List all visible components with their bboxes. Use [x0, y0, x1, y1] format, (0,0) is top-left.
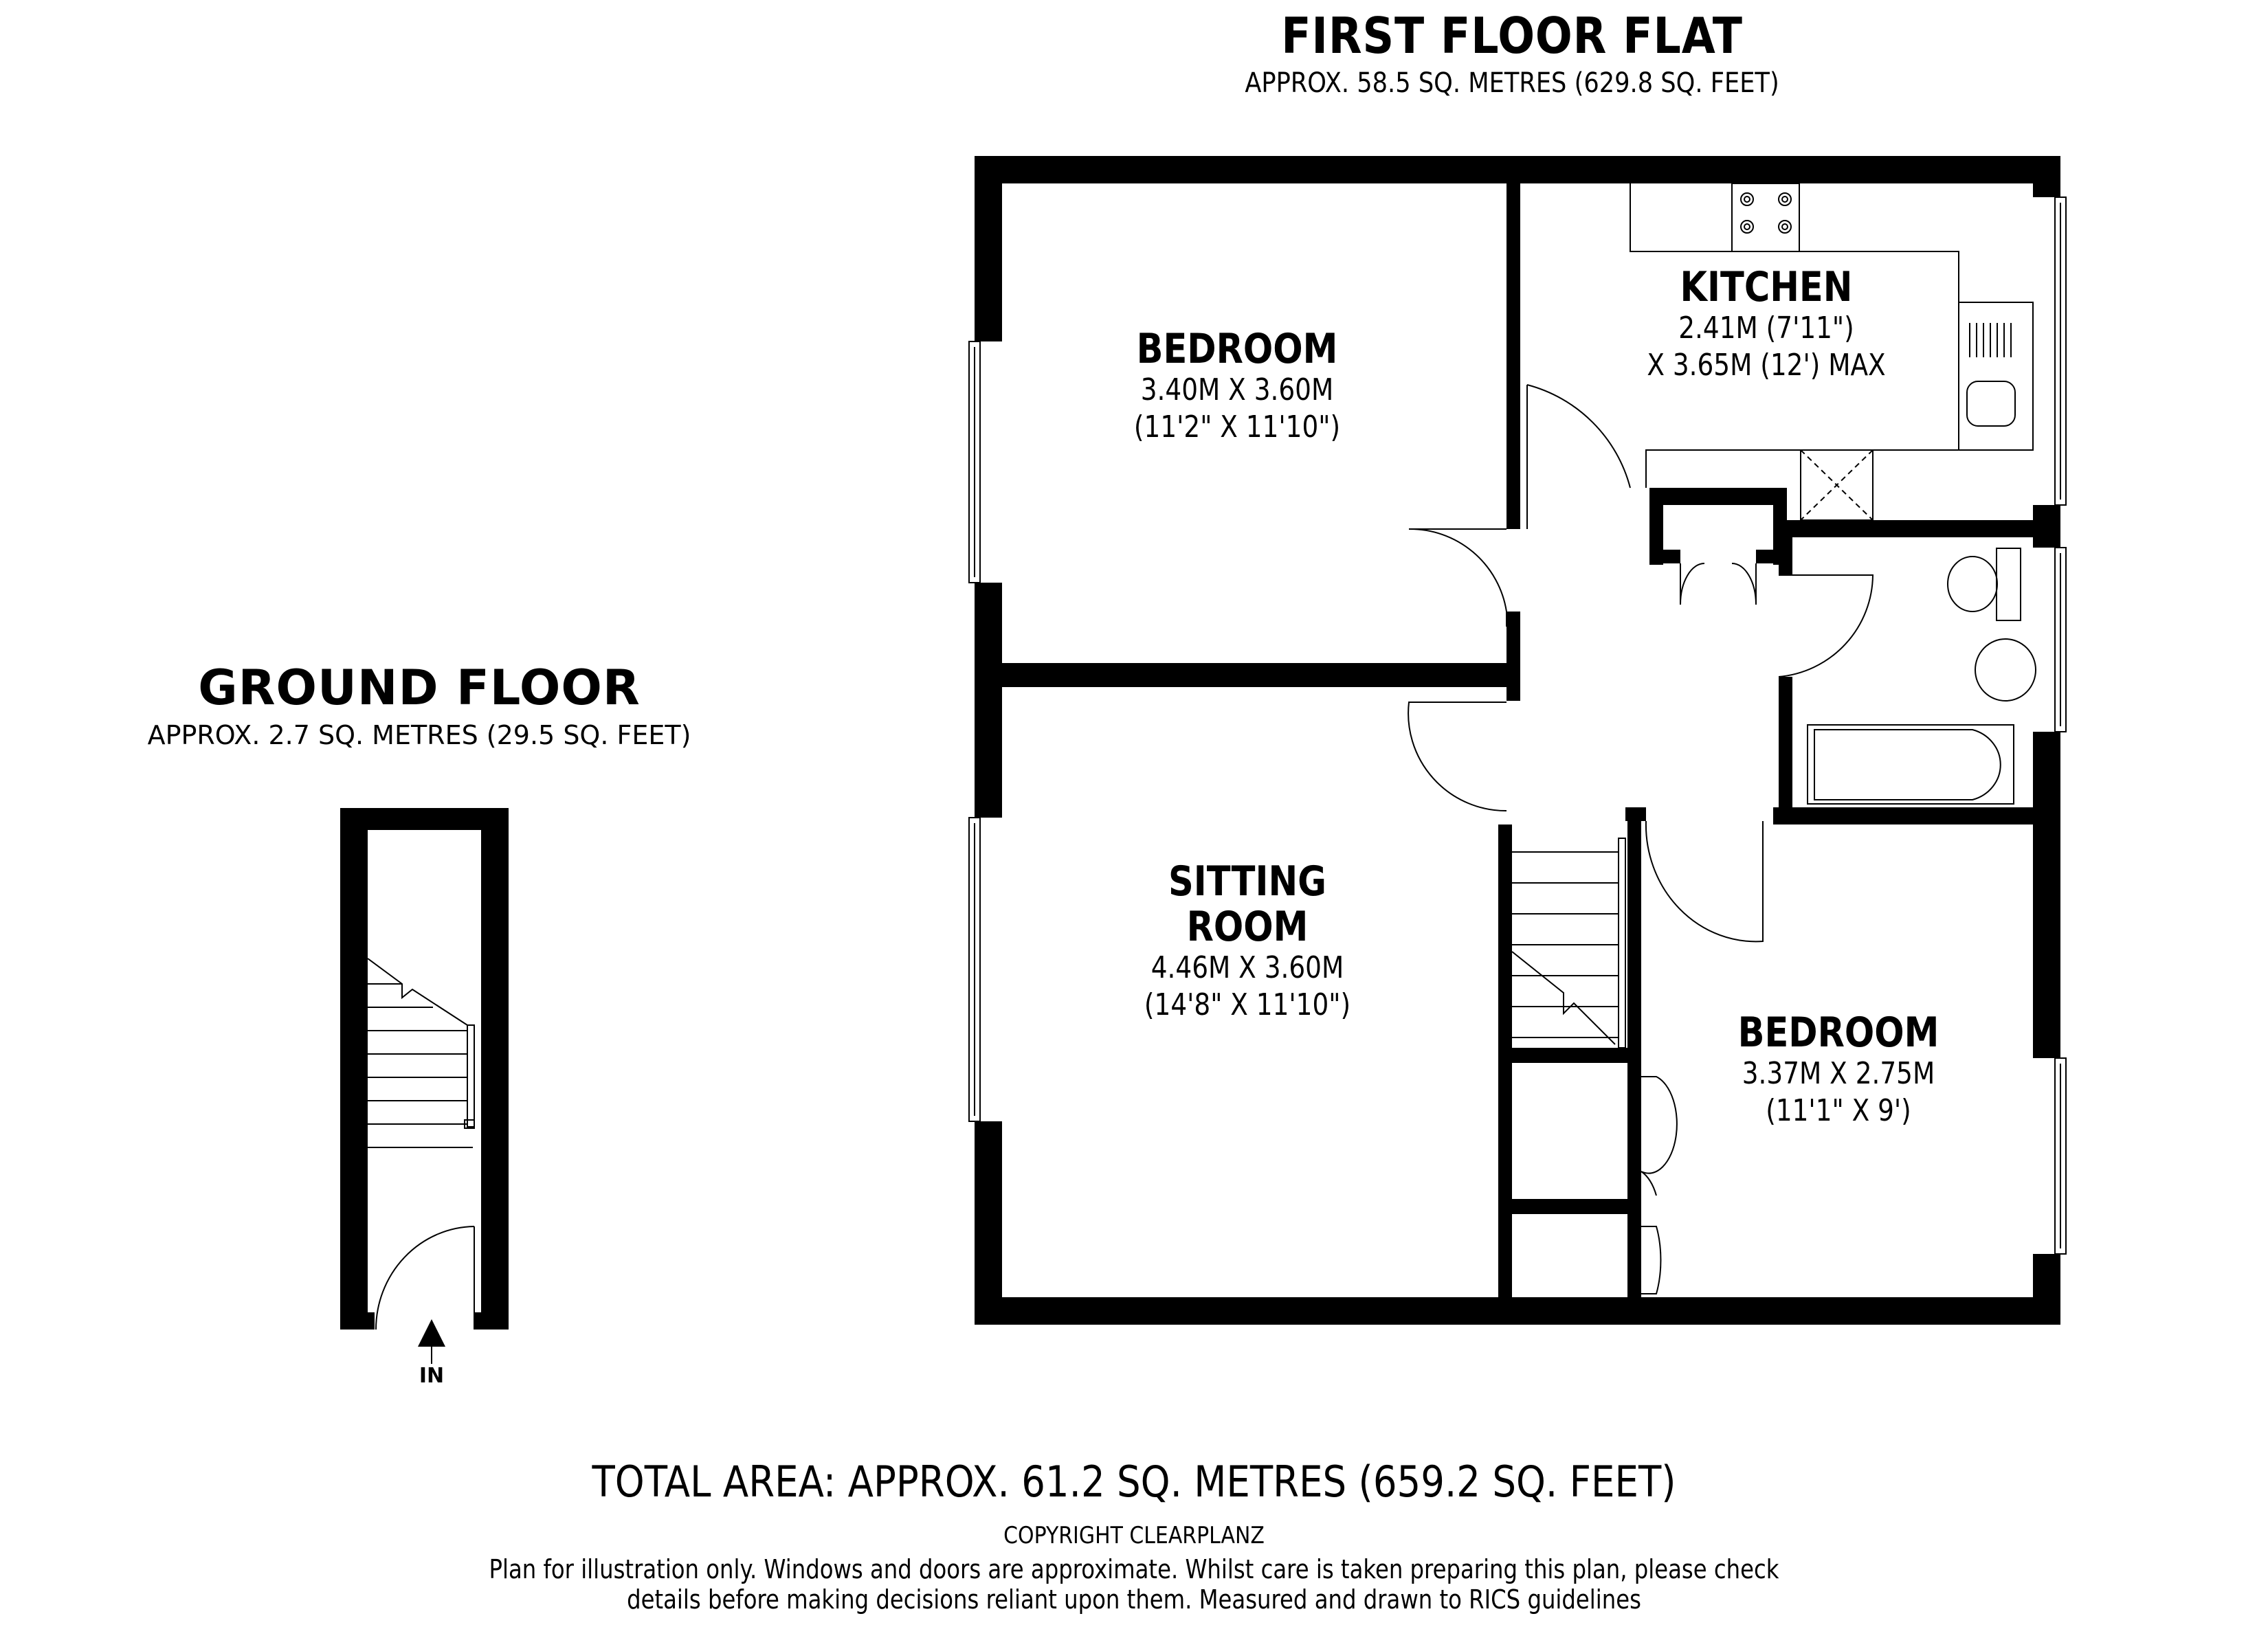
hob — [1731, 183, 1800, 252]
room-dimensions-metric: 2.41M (7'11") — [1678, 311, 1854, 346]
kitchen-sink-icon — [1966, 381, 2016, 427]
kitchen-sink-unit — [1958, 302, 2034, 451]
room-dimensions-metric: 3.37M X 2.75M — [1742, 1056, 1935, 1091]
gf-wall-top — [340, 808, 509, 830]
door-bedroom1 — [1408, 528, 1507, 627]
basin-icon — [1975, 638, 2036, 702]
wall-bed1-hall-b — [1507, 612, 1520, 701]
staircase-ground-floor — [367, 958, 475, 1148]
window-bathroom — [2054, 547, 2067, 732]
wall-cupboard2-divider — [1512, 1199, 1641, 1214]
wall-cupboard-top — [1649, 488, 1787, 505]
door-bathroom — [1778, 574, 1874, 677]
outer-wall-bottom — [975, 1297, 2060, 1325]
door-kitchen — [1526, 384, 1631, 529]
gf-wall-right-stub — [474, 1312, 481, 1330]
room-label-kitchen: KITCHEN 2.41M (7'11") X 3.65M (12') MAX — [1560, 265, 1972, 384]
first-floor-area: APPROX. 58.5 SQ. METRES (629.8 SQ. FEET) — [1245, 67, 1779, 99]
outer-wall-right-b — [2033, 505, 2060, 548]
ground-floor-title: GROUND FLOOR — [198, 660, 641, 716]
room-dimensions-imperial: (14'8" X 11'10") — [1144, 987, 1351, 1022]
door-cupboard-double — [1680, 563, 1757, 605]
window-sitting — [968, 817, 981, 1122]
wall-bath-bottom — [1773, 807, 2033, 824]
room-dimensions-metric: 3.40M X 3.60M — [1140, 372, 1334, 407]
wall-bed-sitting — [1002, 663, 1512, 687]
disclaimer-line-2: details before making decisions reliant … — [627, 1584, 1641, 1615]
outer-wall-left-b — [975, 583, 1002, 818]
first-floor-fixtures — [968, 183, 2067, 1294]
wall-bath-left-b — [1779, 677, 1792, 814]
boiler-cupboard — [1800, 449, 1874, 521]
gf-wall-right — [481, 808, 509, 1330]
room-label-sitting-room: SITTING ROOM 4.46M X 3.60M (14'8" X 11'1… — [1041, 859, 1454, 1024]
room-name: KITCHEN — [1680, 263, 1853, 311]
door-bedroom2 — [1645, 820, 1764, 943]
wall-sitting-hall — [1498, 824, 1512, 1297]
toilet-icon — [1947, 556, 1998, 612]
staircase-first-floor — [1511, 838, 1626, 1048]
wall-cupboard-l-stub — [1649, 550, 1680, 563]
first-floor-title: FIRST FLOOR FLAT — [1281, 7, 1743, 65]
room-dimensions-imperial: (11'2" X 11'10") — [1133, 410, 1341, 445]
toilet-cistern — [1996, 548, 2021, 621]
window-kitchen — [2054, 197, 2067, 506]
door-cupboard2 — [1641, 1226, 1662, 1294]
gf-wall-left — [340, 808, 368, 1330]
room-name: BEDROOM — [1136, 325, 1338, 373]
outer-wall-left-c — [975, 1121, 1002, 1325]
room-label-bedroom-2: BEDROOM 3.37M X 2.75M (11'1" X 9') — [1632, 1010, 2045, 1130]
outer-wall-right-a — [2033, 156, 2060, 197]
wall-bath-left-a — [1779, 537, 1792, 575]
ground-floor-plan — [340, 808, 509, 1364]
copyright: COPYRIGHT CLEARPLANZ — [1003, 1522, 1265, 1549]
hob-ring-icon — [1740, 192, 1754, 206]
hob-ring-icon — [1778, 192, 1792, 206]
window-bed2 — [2054, 1057, 2067, 1255]
first-floor-plan — [975, 156, 2060, 1325]
entrance-arrow-icon — [418, 1319, 445, 1347]
door-sitting-room — [1408, 702, 1507, 812]
door-entrance — [375, 1226, 475, 1330]
outer-wall-right-c — [2033, 732, 2060, 1058]
entrance-label: IN — [419, 1364, 445, 1388]
kitchen-drainer — [1969, 323, 2012, 357]
ground-floor-area: APPROX. 2.7 SQ. METRES (29.5 SQ. FEET) — [147, 720, 691, 750]
wall-kitchen-bath — [1787, 520, 2033, 537]
disclaimer-line-1: Plan for illustration only. Windows and … — [489, 1554, 1779, 1584]
hob-ring-icon — [1778, 220, 1792, 234]
gf-wall-left-stub — [368, 1312, 375, 1330]
total-area: TOTAL AREA: APPROX. 61.2 SQ. METRES (659… — [592, 1457, 1676, 1507]
hob-ring-icon — [1740, 220, 1754, 234]
wall-stair-bottom — [1512, 1048, 1641, 1063]
outer-wall-right-d — [2033, 1254, 2060, 1325]
wall-bed1-hall — [1507, 183, 1520, 529]
room-label-bedroom-1: BEDROOM 3.40M X 3.60M (11'2" X 11'10") — [1031, 326, 1443, 446]
room-name: BEDROOM — [1737, 1009, 1939, 1057]
wall-hall-bed2 — [1625, 807, 1646, 821]
outer-wall-left-a — [975, 156, 1002, 341]
outer-wall-top — [975, 156, 2060, 183]
wall-cupboard-left — [1649, 488, 1663, 565]
bathtub-icon — [1807, 724, 2014, 805]
room-dimensions-imperial: X 3.65M (12') MAX — [1647, 348, 1886, 383]
room-name-line2: ROOM — [1186, 903, 1309, 951]
room-dimensions-metric: 4.46M X 3.60M — [1150, 950, 1344, 985]
window-bed1 — [968, 341, 981, 583]
room-name: SITTING — [1168, 857, 1326, 906]
door-wardrobe-double — [1641, 1076, 1678, 1196]
room-dimensions-imperial: (11'1" X 9') — [1766, 1093, 1911, 1128]
